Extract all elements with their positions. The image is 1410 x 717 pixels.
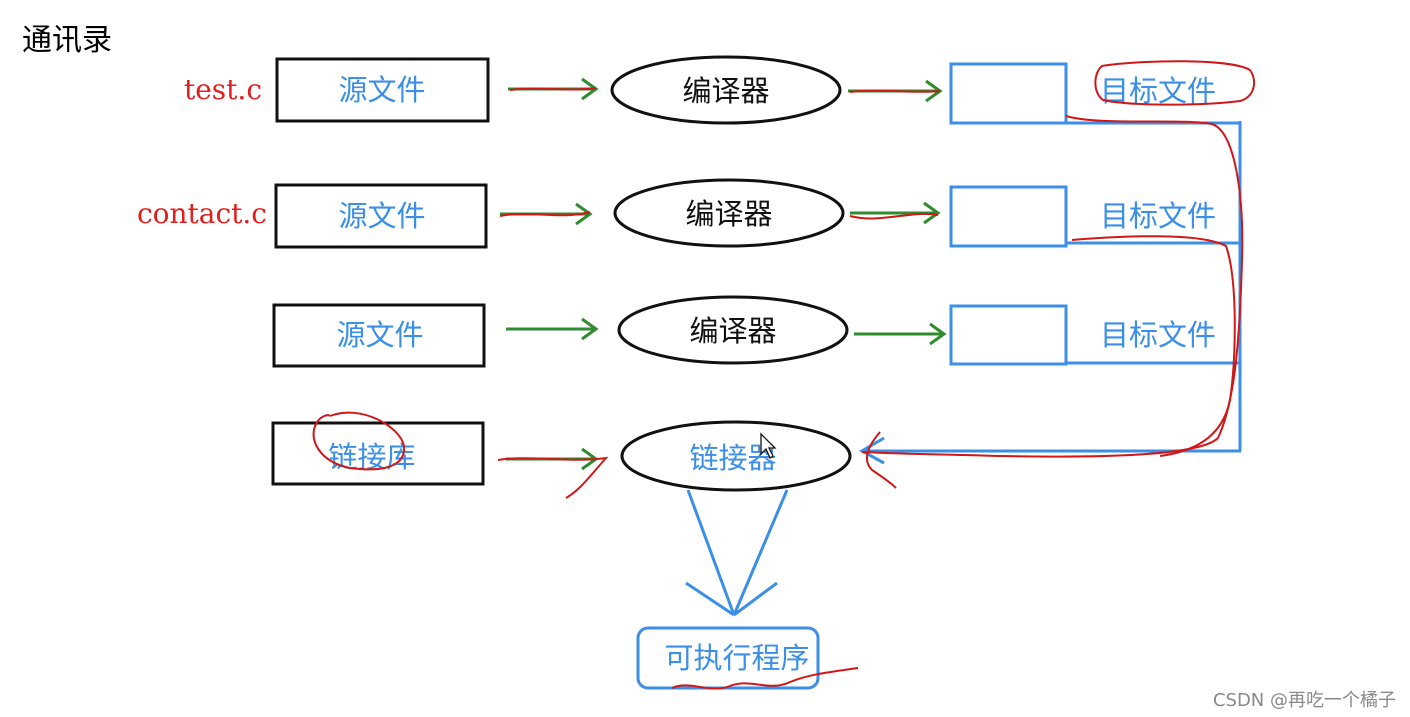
arrow-source-to-compiler-3 — [506, 317, 599, 341]
object-file-box-2 — [949, 185, 1068, 248]
compiler-label-3: 编译器 — [689, 314, 776, 348]
compiler-label-2: 编译器 — [685, 197, 772, 231]
compiler-ellipse-3 — [617, 295, 849, 365]
compiler-ellipse-1 — [610, 55, 842, 125]
object-file-box-1 — [949, 62, 1068, 125]
arrow-compiler-to-object-3 — [854, 322, 947, 346]
mouse-cursor-icon — [760, 432, 777, 459]
input-file-label-2: contact.c — [137, 197, 267, 230]
input-file-label-1: test.c — [184, 73, 262, 106]
source-file-label-1: 源文件 — [338, 73, 425, 107]
source-file-box-2 — [274, 183, 488, 249]
source-file-label-3: 源文件 — [336, 318, 423, 352]
watermark: CSDN @再吃一个橘子 — [1213, 690, 1396, 711]
source-file-box-3 — [272, 303, 486, 368]
object-file-label-2: 目标文件 — [1100, 199, 1216, 233]
arrow-linker-to-executable — [685, 489, 789, 617]
source-file-label-2: 源文件 — [338, 199, 425, 233]
compiler-ellipse-2 — [613, 178, 845, 248]
arrow-compiler-to-object-2 — [850, 201, 941, 225]
object-files-to-linker-connector — [858, 121, 1242, 465]
executable-box — [636, 626, 820, 690]
source-file-box-1 — [275, 57, 490, 123]
red-hand-annotations — [312, 60, 1256, 690]
page-title: 通讯录 — [22, 23, 112, 58]
compiler-label-1: 编译器 — [682, 74, 769, 108]
library-box — [271, 421, 485, 486]
executable-label: 可执行程序 — [664, 641, 809, 675]
linker-ellipse — [620, 420, 852, 492]
object-file-box-3 — [949, 304, 1068, 366]
object-file-label-3: 目标文件 — [1100, 318, 1216, 352]
